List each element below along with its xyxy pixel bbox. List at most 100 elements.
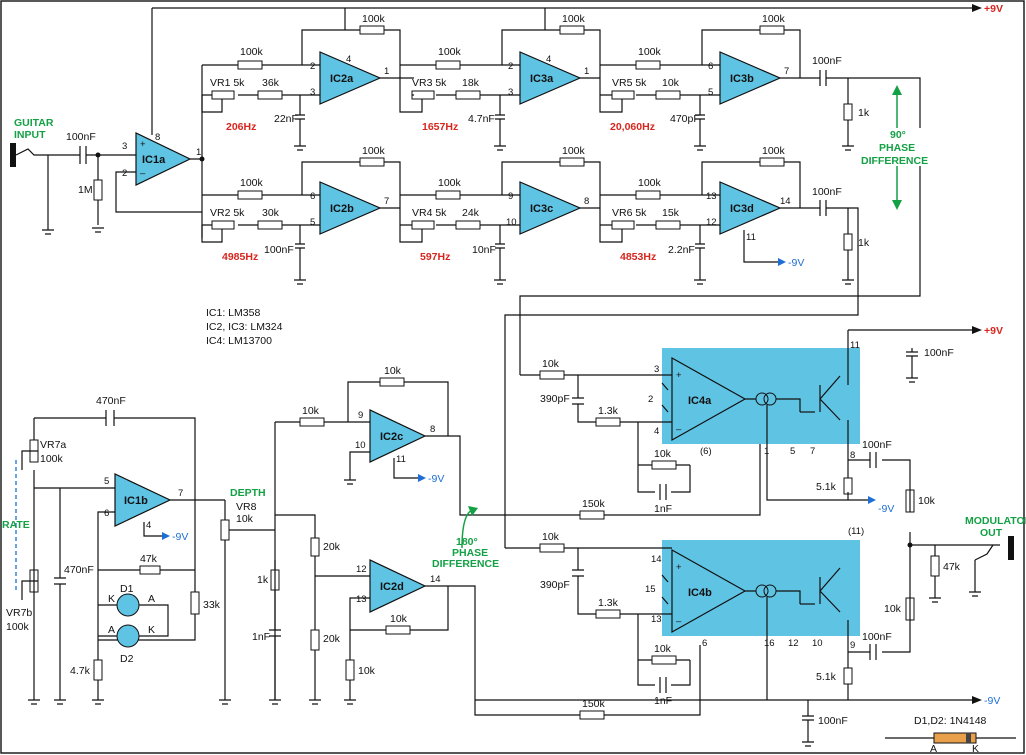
svg-text:100k: 100k [638,177,662,189]
modulator-out-label: MODULATOR [965,515,1026,527]
svg-text:1k: 1k [257,574,269,586]
svg-text:13: 13 [651,614,662,625]
svg-text:150k: 150k [582,698,606,710]
svg-text:8: 8 [850,450,855,461]
svg-text:14: 14 [651,554,662,565]
svg-text:–: – [140,168,146,179]
svg-text:100k: 100k [240,46,264,58]
svg-text:10k: 10k [384,365,402,377]
freq-20060: 20,060Hz [610,121,655,133]
svg-text:2: 2 [122,168,127,179]
svg-text:10k: 10k [542,358,560,370]
svg-text:15k: 15k [662,207,680,219]
vr1-label: VR1 5k [210,77,245,89]
svg-text:4.7k: 4.7k [70,665,91,677]
allpass-top-chain: 100k 36k VR1 5k 22nF 206Hz IC2a 2 3 4 1 … [201,13,921,375]
svg-text:10k: 10k [918,495,936,507]
vr6-label: VR6 5k [612,207,647,219]
ic3d-opamp [719,181,782,235]
svg-text:24k: 24k [462,207,480,219]
ic2d-opamp [369,559,427,613]
svg-text:4.7nF: 4.7nF [468,113,495,125]
svg-text:18k: 18k [462,77,480,89]
svg-text:6: 6 [708,61,713,72]
d1-icon [116,593,140,617]
depth-label: DEPTH [230,487,266,499]
modulator-out-label-2: OUT [980,527,1003,539]
svg-text:VR8: VR8 [236,501,257,513]
svg-text:(6): (6) [700,446,712,457]
allpass-bottom-chain: 100k 30k VR2 5k 100nF 4985Hz IC2b 6 5 7 … [201,145,870,548]
ic2d-label: IC2d [380,581,404,593]
svg-text:100nF: 100nF [264,244,294,256]
svg-text:100k: 100k [762,13,786,25]
svg-text:4: 4 [546,54,551,65]
svg-text:K: K [972,743,979,755]
svg-text:–: – [676,424,682,435]
svg-text:1k: 1k [858,237,870,249]
svg-text:100nF: 100nF [812,55,842,67]
svg-text:470nF: 470nF [96,395,126,407]
svg-text:10k: 10k [662,77,680,89]
svg-text:6: 6 [104,508,109,519]
svg-text:10: 10 [355,440,366,451]
svg-text:470nF: 470nF [64,564,94,576]
guitar-input-label-2: INPUT [14,129,46,141]
svg-text:30k: 30k [262,207,280,219]
svg-text:90°: 90° [890,129,906,141]
svg-text:D1: D1 [120,583,134,595]
svg-text:10: 10 [812,638,823,649]
svg-text:16: 16 [764,638,775,649]
svg-text:390pF: 390pF [540,579,570,591]
svg-text:100nF: 100nF [812,186,842,198]
vr3-label: VR3 5k [412,77,447,89]
svg-text:12: 12 [356,564,367,575]
svg-text:150k: 150k [582,498,606,510]
rate-label: RATE [2,519,30,531]
svg-text:100k: 100k [362,13,386,25]
quadrature-stage: 10k 20k 20k 1k 1nF IC2c 9 10 11 8 -9V 10… [252,365,761,720]
phase90-annotation: 90° PHASE DIFFERENCE [858,85,938,210]
ic1a-label: IC1a [142,154,166,166]
vr4-label: VR4 5k [412,207,447,219]
freq-1657: 1657Hz [422,121,458,133]
svg-text:22nF: 22nF [274,113,298,125]
ic1b-label: IC1b [124,495,148,507]
svg-text:100k: 100k [562,13,586,25]
svg-text:5: 5 [708,87,713,98]
svg-text:6: 6 [310,191,315,202]
svg-text:100k: 100k [438,177,462,189]
svg-text:100k: 100k [40,453,64,465]
svg-text:2.2nF: 2.2nF [668,244,695,256]
svg-text:D2: D2 [120,653,134,665]
svg-text:10nF: 10nF [472,244,496,256]
svg-text:1.3k: 1.3k [598,597,619,609]
svg-text:180°: 180° [456,536,478,548]
svg-text:100k: 100k [362,145,386,157]
svg-text:A: A [148,593,155,605]
svg-text:100nF: 100nF [818,715,848,727]
output-jack-icon [1008,536,1014,560]
svg-text:10k: 10k [654,448,672,460]
svg-text:100nF: 100nF [924,347,954,359]
svg-text:-9V: -9V [172,531,188,543]
svg-text:36k: 36k [262,77,280,89]
svg-text:100nF: 100nF [862,631,892,643]
svg-text:3: 3 [310,87,315,98]
ic3d-label: IC3d [730,203,754,215]
vr2-label: VR2 5k [210,207,245,219]
svg-text:10k: 10k [390,613,408,625]
ic4a-label: IC4a [688,395,712,407]
svg-text:1nF: 1nF [654,695,672,707]
svg-text:4: 4 [654,426,659,437]
ic-list: IC1: LM358 IC2, IC3: LM324 IC4: LM13700 [206,307,283,347]
svg-text:9: 9 [508,191,513,202]
svg-text:1.3k: 1.3k [598,405,619,417]
svg-text:+: + [676,562,682,573]
svg-text:100k: 100k [562,145,586,157]
svg-text:1nF: 1nF [252,631,270,643]
diode-legend: D1,D2: 1N4148 A K [885,715,1016,755]
svg-text:15: 15 [645,584,656,595]
lfo-section: VR7a 100k VR7b 100k RATE 470nF 470nF IC1… [2,395,275,705]
